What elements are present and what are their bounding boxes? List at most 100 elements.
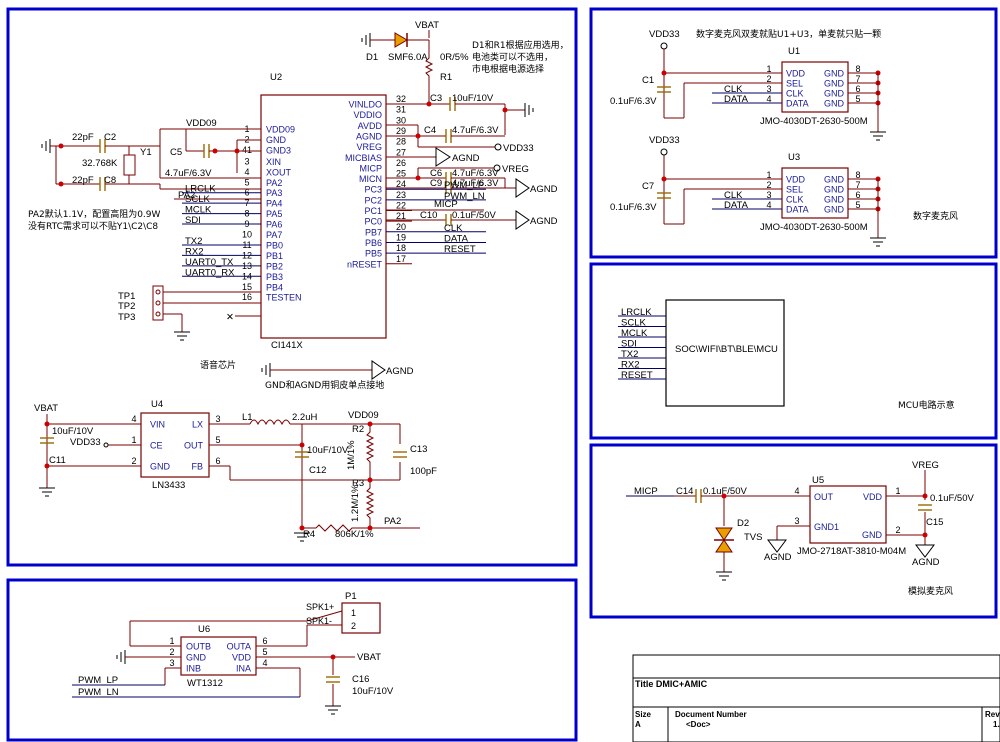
dmic-pin-name: GND	[824, 205, 845, 215]
testen-nc-icon: ✕	[226, 312, 234, 323]
agnd-c9-label: AGND	[530, 184, 558, 195]
u2-right-net-label: PWM_LP	[444, 180, 484, 191]
u6-pin-name: OUTB	[186, 642, 211, 652]
u2-pin-name: PA7	[266, 230, 282, 240]
mcu-frame	[589, 262, 998, 440]
junction	[721, 493, 727, 499]
r3-ref: R3	[352, 478, 364, 489]
u2-pin-name: PC3	[364, 185, 382, 195]
dmic-cap-ref: C7	[642, 181, 654, 192]
r1-resistor-icon	[424, 40, 434, 104]
u2-pin-number: 2	[244, 134, 249, 144]
junction	[922, 493, 928, 499]
mcu-signal-label: MCLK	[621, 328, 648, 339]
dmic-pin-number: 3	[766, 190, 771, 200]
d1-ref: D1	[366, 52, 378, 63]
agnd-c10-icon	[515, 210, 530, 230]
u2-pin-number: 10	[242, 230, 252, 240]
u2-pin-name: GND	[266, 135, 287, 145]
r2-value: 1M/1%	[346, 440, 357, 470]
title-block-docnum-label: Document Number	[675, 710, 747, 719]
junction	[661, 176, 667, 182]
dmic-pin-name: GND	[824, 185, 845, 195]
u2-pin-number: 5	[244, 177, 249, 187]
u5-pin-number: 1	[895, 486, 900, 496]
u2-body	[260, 94, 387, 339]
agnd29-icon	[435, 147, 451, 167]
c9-ref: C9	[430, 178, 442, 189]
u2-pin-name: TESTEN	[266, 293, 302, 303]
r4-ref: R4	[303, 529, 315, 540]
c8-value: 22pF	[72, 175, 94, 186]
reg-ground-icon	[39, 487, 55, 497]
u6-pin-number: 6	[262, 636, 267, 646]
r2-ref: R2	[352, 424, 364, 435]
mcu-box-label: SOC\WIFI\BT\BLE\MCU	[675, 344, 778, 355]
u2-pin-name: PC0	[364, 217, 382, 227]
l1-inductor-icon	[249, 419, 291, 426]
u2-pin-number: 18	[396, 243, 406, 253]
c13-value: 100pF	[410, 466, 437, 477]
c16-ref: C16	[352, 674, 369, 685]
u2-right-pins: 32VINLDO31VDDIO30AVDD29AGND28VREG27MICBI…	[345, 94, 406, 269]
u5-pin-name: VDD	[863, 492, 883, 502]
u2-pin-name: PA3	[266, 188, 282, 198]
u2-pin-name: AVDD	[358, 121, 383, 131]
u4-pin-name: OUT	[184, 441, 204, 451]
u2-pin-number: 30	[396, 115, 406, 125]
vdd09-reg-label: VDD09	[348, 410, 379, 421]
amp-ground-icon	[116, 650, 181, 664]
u6-pin-name: OUTA	[227, 642, 251, 652]
dmic-pin-name: CLK	[786, 195, 804, 205]
u2-pin-name: XOUT	[266, 167, 292, 177]
c16-value: 10uF/10V	[352, 686, 394, 697]
note-pa2-line2: 没有RTC需求可以不贴Y1\C2\C8	[28, 220, 158, 232]
junction	[367, 421, 373, 427]
u2-left-net-label: SDI	[185, 215, 201, 226]
agnd-c10-label: AGND	[530, 216, 558, 227]
u2-pin-name: PA6	[266, 220, 282, 230]
title-block-size-label: Size	[635, 710, 652, 719]
junction	[44, 463, 50, 469]
u2-left-net-label: RX2	[185, 246, 203, 257]
tp-connector	[152, 285, 164, 321]
junction	[502, 107, 508, 113]
dmic-pin-name: DATA	[786, 99, 809, 109]
dmic-pin-number: 7	[855, 74, 860, 84]
u5-part: JMO-2718AT-3810-M04M	[797, 546, 906, 557]
agnd2-icon	[915, 544, 935, 558]
title-block-size-value: A	[635, 720, 641, 729]
dmic-cap-value: 0.1uF/6.3V	[610, 202, 657, 213]
dmic-pin-name: GND	[824, 79, 845, 89]
u4-pin-number: 2	[131, 456, 136, 466]
agnd1-icon	[767, 539, 787, 553]
u6-pin-name: INA	[236, 664, 251, 674]
dmic-pin-name: GND	[824, 69, 845, 79]
agnd-bottom-label: AGND	[386, 366, 414, 377]
vreg-amic-label: VREG	[912, 460, 939, 471]
agnd2-label: AGND	[912, 557, 940, 568]
c3-ref: C3	[430, 93, 442, 104]
agnd-c9-icon	[515, 178, 530, 198]
r1-value: 0R/5%	[440, 52, 469, 63]
u2-ref: U2	[270, 72, 282, 83]
u5-pin-name: GND1	[814, 522, 839, 532]
u2-pin-number: 22	[396, 201, 406, 211]
y1-crystal-icon	[123, 154, 136, 176]
u2-pin-number: 41	[242, 145, 252, 155]
tp3-label: TP3	[118, 312, 135, 323]
vdd33-port-icon	[494, 143, 502, 151]
u2-pin-name: PB5	[365, 249, 382, 259]
u6-pin-number: 4	[262, 658, 267, 668]
dmic-pin-name: CLK	[786, 89, 804, 99]
pwm-ln-label: PWM_LN	[78, 687, 119, 698]
dmic-data-label: DATA	[724, 200, 749, 211]
u6-body	[180, 636, 257, 676]
u2-pin-name: VDD09	[266, 125, 295, 135]
u6-part: WT1312	[187, 678, 223, 689]
u4-pin-name: GND	[150, 462, 171, 472]
u2-pin-name: PB3	[266, 272, 283, 282]
c2-ref: C2	[104, 132, 116, 143]
mcu-signal-label: RESET	[621, 370, 653, 381]
dmic-vdd-label: VDD33	[649, 29, 680, 40]
